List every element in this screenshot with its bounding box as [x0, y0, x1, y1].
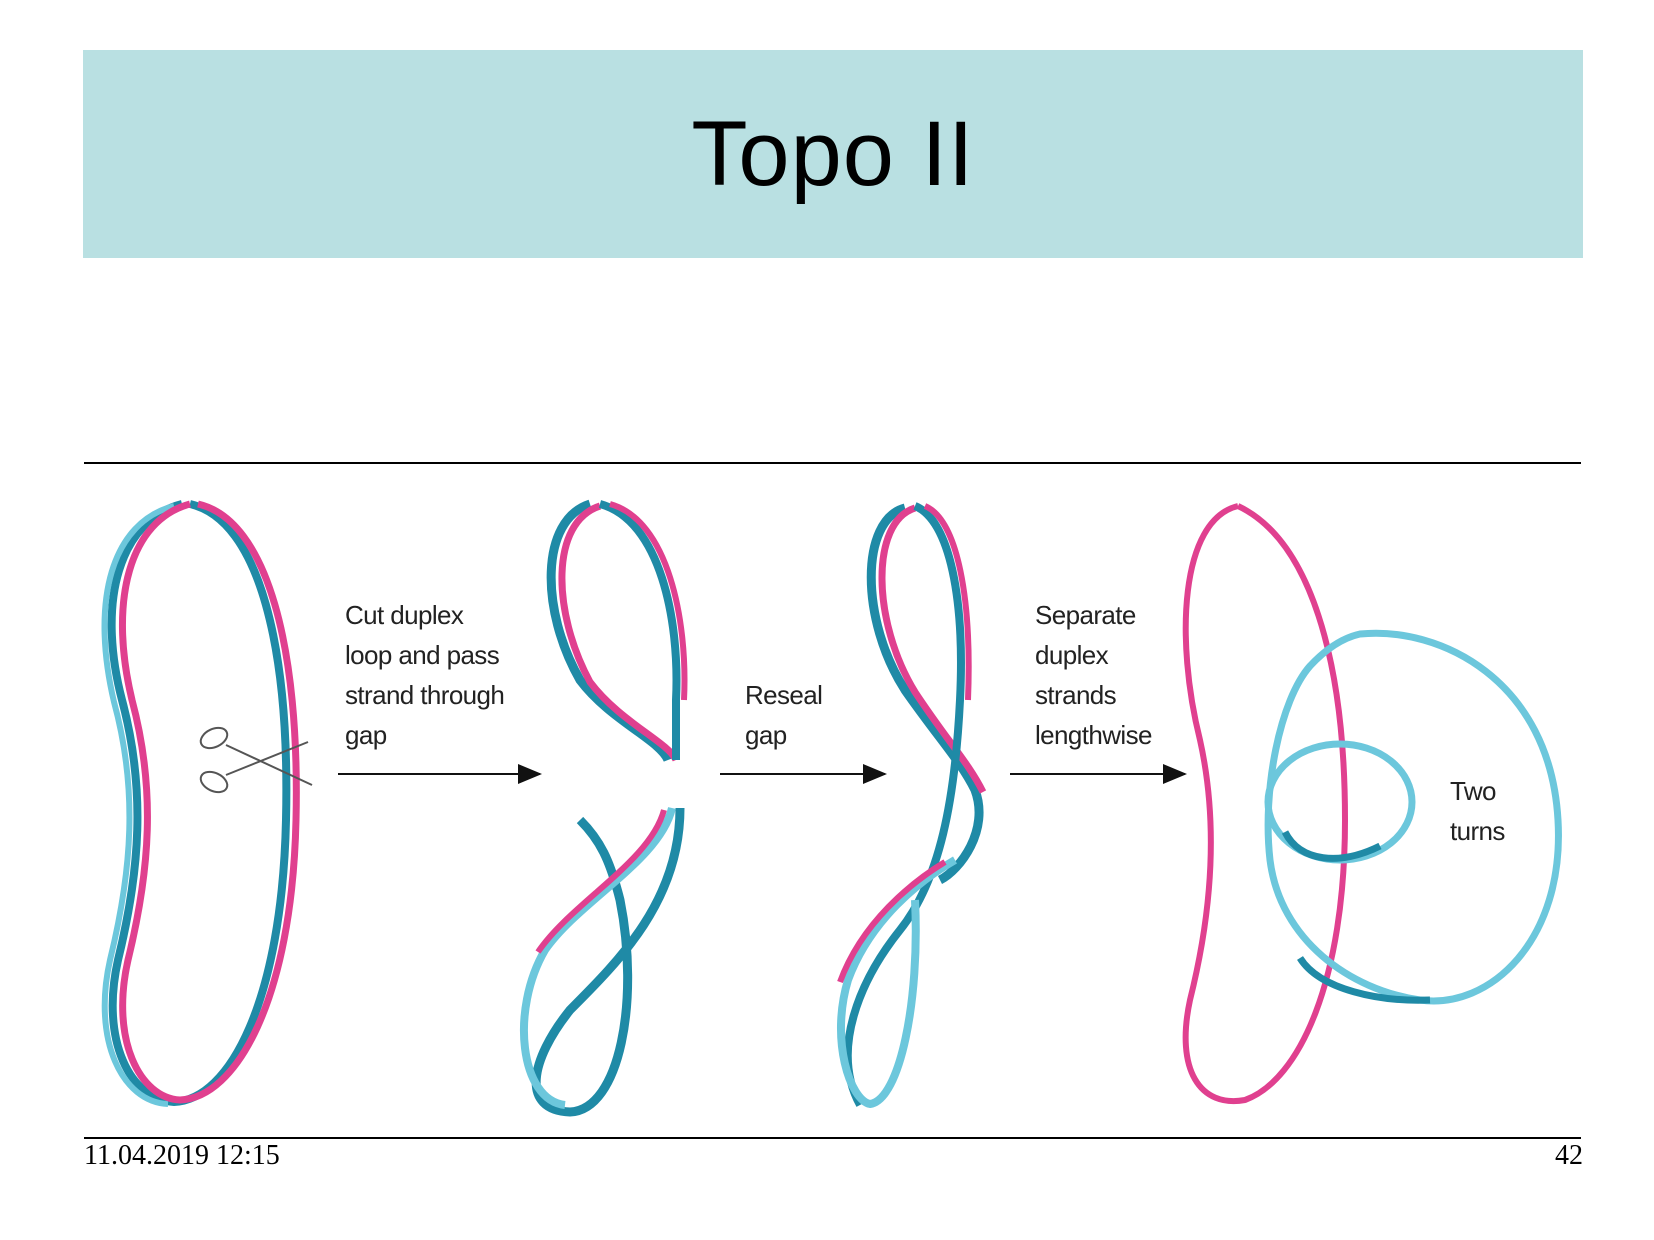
- step-label-3-line: duplex: [1035, 640, 1109, 670]
- title-band: Topo II: [83, 50, 1583, 258]
- step-label-2-line: Reseal: [745, 680, 822, 710]
- step-label-1-line: Cut duplex: [345, 600, 464, 630]
- step-label-3-line: lengthwise: [1035, 720, 1152, 750]
- step-label-1-line: loop and pass: [345, 640, 500, 670]
- slide-title: Topo II: [691, 102, 975, 205]
- duplex-loop-initial: [101, 500, 300, 1107]
- footer-date: 11.04.2019 12:15: [84, 1140, 280, 1171]
- top-divider: [84, 462, 1581, 464]
- step-label-3-line: strands: [1035, 680, 1117, 710]
- step-label-2: Reseal gap: [745, 680, 829, 750]
- result-label: Two turns: [1450, 776, 1505, 846]
- separated-strands: [1182, 503, 1562, 1105]
- step-label-1: Cut duplex loop and pass strand through …: [345, 600, 511, 750]
- page-number: 42: [1555, 1140, 1583, 1171]
- step-label-2-line: gap: [745, 720, 787, 750]
- step-label-3-line: Separate: [1035, 600, 1136, 630]
- step-label-1-line: strand through: [345, 680, 504, 710]
- step-label-3: Separate duplex strands lengthwise: [1035, 600, 1152, 750]
- result-label-line: turns: [1450, 816, 1505, 846]
- bottom-divider: [84, 1137, 1581, 1139]
- scissors-icon: [199, 726, 313, 794]
- duplex-resealed: [837, 502, 987, 1109]
- step-label-1-line: gap: [345, 720, 387, 750]
- result-label-line: Two: [1450, 776, 1496, 806]
- duplex-cut-gap: [519, 499, 688, 1117]
